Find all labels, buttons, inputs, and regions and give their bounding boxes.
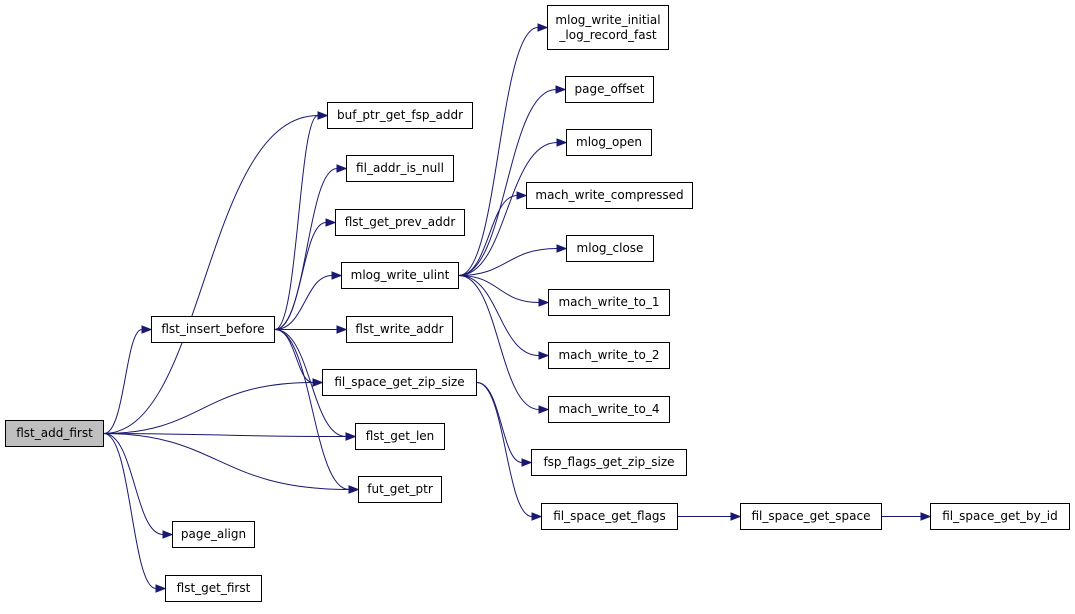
node-mach-write-to-4[interactable]: mach_write_to_4 [548, 396, 670, 423]
arrowhead-flst_add_first-to-flst_get_first [155, 584, 167, 593]
arrowhead-mlog_write_ulint-to-mlog_open [556, 138, 568, 147]
node-label: fsp_flags_get_zip_size [543, 455, 675, 469]
edge-flst_insert_before-to-buf_ptr_get_fsp_addr [274, 115, 319, 330]
node-fil-space-get-flags[interactable]: fil_space_get_flags [541, 503, 678, 530]
node-fil-space-get-by-id[interactable]: fil_space_get_by_id [930, 503, 1070, 530]
node-label: mlog_write_ulint [350, 268, 450, 282]
arrowhead-fil_space_get_zip_size-to-fsp_flags_get_zip_size [521, 458, 533, 467]
node-fut-get-ptr[interactable]: fut_get_ptr [358, 476, 442, 503]
node-flst-insert-before[interactable]: flst_insert_before [151, 316, 275, 343]
node-mlog-write-initial-log-record-fast[interactable]: mlog_write_initial _log_record_fast [547, 5, 669, 50]
node-mach-write-to-1[interactable]: mach_write_to_1 [548, 289, 670, 316]
arrowhead-mlog_write_ulint-to-mlog_write_initial_log_record_fast [537, 23, 549, 32]
node-label: flst_get_prev_addr [344, 215, 456, 229]
node-label: fil_space_get_flags [553, 509, 666, 523]
edge-fil_space_get_zip_size-to-fil_space_get_flags [476, 382, 533, 517]
node-fil-space-get-zip-size[interactable]: fil_space_get_zip_size [322, 369, 477, 396]
node-fsp-flags-get-zip-size[interactable]: fsp_flags_get_zip_size [531, 449, 687, 476]
node-label: fut_get_ptr [367, 482, 433, 496]
arrowhead-mlog_write_ulint-to-mach_write_compressed [516, 191, 528, 200]
edge-flst_add_first-to-flst_insert_before [103, 329, 143, 434]
arrowhead-mlog_write_ulint-to-mach_write_to_2 [538, 351, 550, 360]
node-fil-addr-is-null[interactable]: fil_addr_is_null [346, 155, 454, 182]
arrowhead-fil_space_get_flags-to-fil_space_get_space [730, 512, 742, 521]
arrowhead-flst_add_first-to-page_align [162, 530, 174, 539]
node-label: flst_get_len [365, 429, 435, 443]
node-label: flst_add_first [16, 426, 93, 440]
edge-mlog_write_ulint-to-mlog_open [458, 142, 558, 276]
node-label: mlog_open [576, 135, 642, 149]
edge-flst_insert_before-to-flst_get_prev_addr [274, 222, 327, 330]
node-label: mach_write_to_1 [558, 295, 660, 309]
node-label: mlog_write_initial _log_record_fast [555, 12, 661, 42]
arrowhead-flst_add_first-to-flst_insert_before [141, 325, 153, 334]
node-label: flst_write_addr [355, 322, 444, 336]
node-buf-ptr-get-fsp-addr[interactable]: buf_ptr_get_fsp_addr [327, 102, 473, 129]
node-mlog-write-ulint[interactable]: mlog_write_ulint [341, 262, 459, 289]
node-label: buf_ptr_get_fsp_addr [336, 108, 464, 122]
node-label: fil_space_get_space [751, 509, 871, 523]
edge-flst_insert_before-to-fil_addr_is_null [274, 168, 338, 330]
node-flst-add-first[interactable]: flst_add_first [5, 420, 104, 447]
node-label: mach_write_compressed [535, 188, 684, 202]
node-label: flst_get_first [176, 581, 251, 595]
node-mlog-close[interactable]: mlog_close [566, 235, 654, 262]
node-label: flst_insert_before [161, 322, 265, 336]
edge-mlog_write_ulint-to-mlog_close [458, 248, 558, 276]
edge-flst_add_first-to-buf_ptr_get_fsp_addr [103, 115, 319, 434]
edge-flst_add_first-to-flst_get_len [103, 433, 347, 437]
node-mlog-open[interactable]: mlog_open [566, 129, 652, 156]
node-label: mach_write_to_2 [558, 348, 660, 362]
edge-flst_add_first-to-fut_get_ptr [103, 433, 350, 490]
node-flst-get-len[interactable]: flst_get_len [355, 423, 445, 450]
edge-mlog_write_ulint-to-mach_write_to_1 [458, 275, 540, 303]
node-label: mach_write_to_4 [558, 402, 660, 416]
node-flst-get-prev-addr[interactable]: flst_get_prev_addr [335, 209, 465, 236]
edge-flst_add_first-to-flst_get_first [103, 433, 157, 589]
arrowhead-flst_insert_before-to-fil_space_get_zip_size [312, 378, 324, 387]
arrowhead-fil_space_get_space-to-fil_space_get_by_id [920, 512, 932, 521]
edge-mlog_write_ulint-to-mach_write_compressed [458, 195, 518, 276]
node-mach-write-compressed[interactable]: mach_write_compressed [526, 182, 693, 209]
node-page-align[interactable]: page_align [172, 521, 255, 548]
node-label: fil_space_get_zip_size [334, 375, 465, 389]
node-fil-space-get-space[interactable]: fil_space_get_space [740, 503, 882, 530]
edge-mlog_write_ulint-to-page_offset [458, 89, 557, 276]
edge-flst_insert_before-to-mlog_write_ulint [274, 275, 333, 330]
node-page-offset[interactable]: page_offset [565, 76, 654, 103]
arrowhead-mlog_write_ulint-to-mach_write_to_4 [538, 405, 550, 414]
edge-flst_insert_before-to-fut_get_ptr [274, 329, 350, 490]
edge-flst_add_first-to-page_align [103, 433, 164, 535]
arrowhead-mlog_write_ulint-to-mlog_close [556, 244, 568, 253]
arrowhead-fil_space_get_zip_size-to-fil_space_get_flags [531, 512, 543, 521]
arrowhead-mlog_write_ulint-to-mach_write_to_1 [538, 298, 550, 307]
arrowhead-flst_insert_before-to-flst_get_len [345, 432, 357, 441]
node-label: fil_space_get_by_id [942, 509, 1058, 523]
edge-flst_insert_before-to-flst_get_len [274, 329, 347, 437]
arrowhead-flst_insert_before-to-mlog_write_ulint [331, 271, 343, 280]
arrowhead-mlog_write_ulint-to-page_offset [555, 85, 567, 94]
node-label: page_offset [574, 82, 645, 96]
node-mach-write-to-2[interactable]: mach_write_to_2 [548, 342, 670, 369]
node-label: fil_addr_is_null [356, 161, 444, 175]
node-label: page_align [180, 527, 247, 541]
edge-mlog_write_ulint-to-mach_write_to_4 [458, 275, 540, 410]
edge-mlog_write_ulint-to-mach_write_to_2 [458, 275, 540, 356]
edge-flst_add_first-to-fil_space_get_zip_size [103, 382, 314, 434]
arrowhead-flst_insert_before-to-flst_get_prev_addr [325, 218, 337, 227]
node-flst-get-first[interactable]: flst_get_first [165, 575, 262, 602]
edge-flst_insert_before-to-fil_space_get_zip_size [274, 329, 314, 383]
node-label: mlog_close [576, 241, 644, 255]
arrowhead-flst_insert_before-to-buf_ptr_get_fsp_addr [317, 111, 329, 120]
node-flst-write-addr[interactable]: flst_write_addr [346, 316, 453, 343]
arrowhead-flst_insert_before-to-fut_get_ptr [348, 485, 360, 494]
arrowhead-flst_insert_before-to-flst_write_addr [336, 325, 348, 334]
edge-mlog_write_ulint-to-mlog_write_initial_log_record_fast [458, 27, 539, 276]
arrowhead-flst_insert_before-to-fil_addr_is_null [336, 164, 348, 173]
